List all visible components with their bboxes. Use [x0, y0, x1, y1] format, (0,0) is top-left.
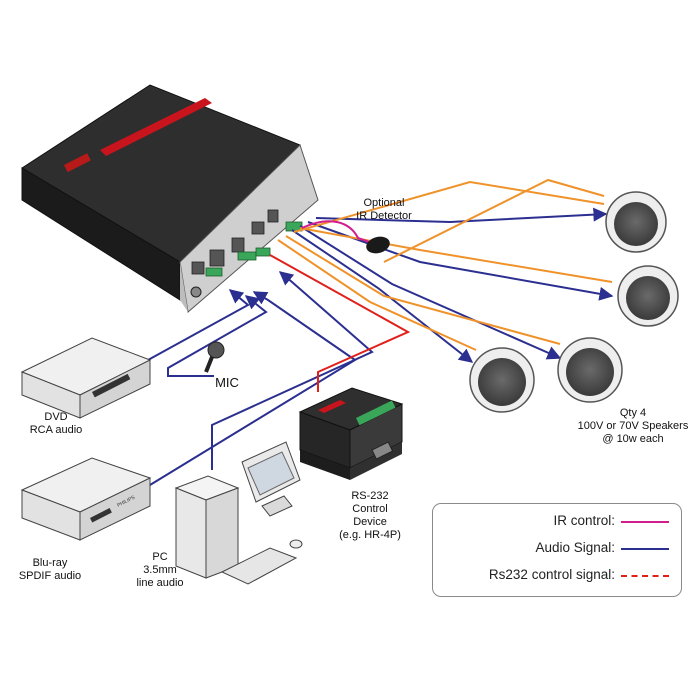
legend-label: IR control: [553, 513, 615, 528]
label-rs232-device: RS-232 Control Device (e.g. HR-4P) [330, 490, 410, 542]
back-connector [267, 209, 279, 223]
terminal-block [255, 247, 271, 257]
speaker [557, 337, 623, 403]
speaker-wiring [277, 178, 613, 351]
ir-detector [366, 236, 390, 254]
legend-label: Rs232 control signal: [488, 567, 615, 582]
label-line: DVD [44, 411, 68, 423]
speaker-line-orange [383, 178, 605, 263]
legend-label: Audio Signal: [535, 540, 615, 555]
label-line: PC [152, 551, 168, 563]
pc-computer [174, 441, 303, 585]
legend: IR control: Audio Signal: Rs232 control … [432, 503, 682, 597]
label-line: SPDIF audio [18, 570, 82, 582]
back-connector [251, 221, 265, 235]
speaker-line-blue [299, 225, 562, 360]
db9-port [371, 441, 394, 460]
label-mic: MIC [215, 375, 239, 390]
terminal-block [237, 251, 257, 261]
audio-line-mic [167, 295, 268, 377]
label-line: @ 10w each [602, 433, 664, 445]
dvd-player [20, 337, 152, 419]
speaker-line-blue [315, 207, 608, 224]
label-line: line audio [136, 577, 184, 589]
label-line: RS-232 [351, 490, 389, 502]
back-connector [209, 249, 225, 267]
label-line: RCA audio [29, 424, 83, 436]
amplifier-unit [21, 84, 319, 313]
speaker-line-orange [277, 239, 477, 351]
label-speakers: Qty 4 100V or 70V Speakers @ 10w each [568, 407, 698, 446]
speaker [469, 347, 535, 413]
legend-swatch [621, 521, 669, 523]
terminal-block [356, 400, 396, 426]
label-line: (e.g. HR-4P) [339, 529, 401, 541]
label-line: 100V or 70V Speakers [577, 420, 689, 432]
label-line: Optional [363, 197, 405, 209]
label-optional-ir-detector: Optional IR Detector [344, 197, 424, 223]
label-line: Device [353, 516, 387, 528]
speaker-line-blue [291, 229, 474, 363]
speaker [617, 265, 679, 327]
label-dvd: DVD RCA audio [24, 411, 88, 437]
legend-swatch [621, 575, 669, 577]
rs232-device [298, 387, 404, 480]
label-line: 3.5mm [143, 564, 177, 576]
speaker-group [469, 191, 679, 413]
speaker-line-orange [285, 235, 561, 345]
brand-logo [64, 153, 91, 173]
speaker-line-orange [293, 180, 605, 233]
back-connector [191, 261, 205, 275]
legend-item-audio: Audio Signal: [433, 537, 681, 559]
power-jack [190, 286, 202, 298]
label-line: IR Detector [356, 210, 412, 222]
back-connector [231, 237, 245, 253]
terminal-block [205, 267, 223, 277]
label-pc: PC 3.5mm line audio [130, 551, 190, 590]
label-line: Blu-ray [32, 557, 68, 569]
label-line: Control [352, 503, 388, 515]
ir-control-line [301, 220, 373, 244]
bluray-player: PHILIPS [20, 457, 152, 541]
label-line: Qty 4 [619, 407, 647, 419]
audio-line-pc [211, 271, 374, 470]
label-bluray: Blu-ray SPDIF audio [10, 557, 90, 583]
legend-swatch [621, 548, 669, 550]
speaker [605, 191, 667, 253]
rs232-line [269, 254, 411, 392]
microphone [204, 341, 225, 373]
legend-item-rs232: Rs232 control signal: [433, 564, 681, 586]
speaker-line-orange [299, 227, 613, 283]
legend-item-ir: IR control: [433, 510, 681, 532]
audio-line-bluray [149, 291, 357, 486]
